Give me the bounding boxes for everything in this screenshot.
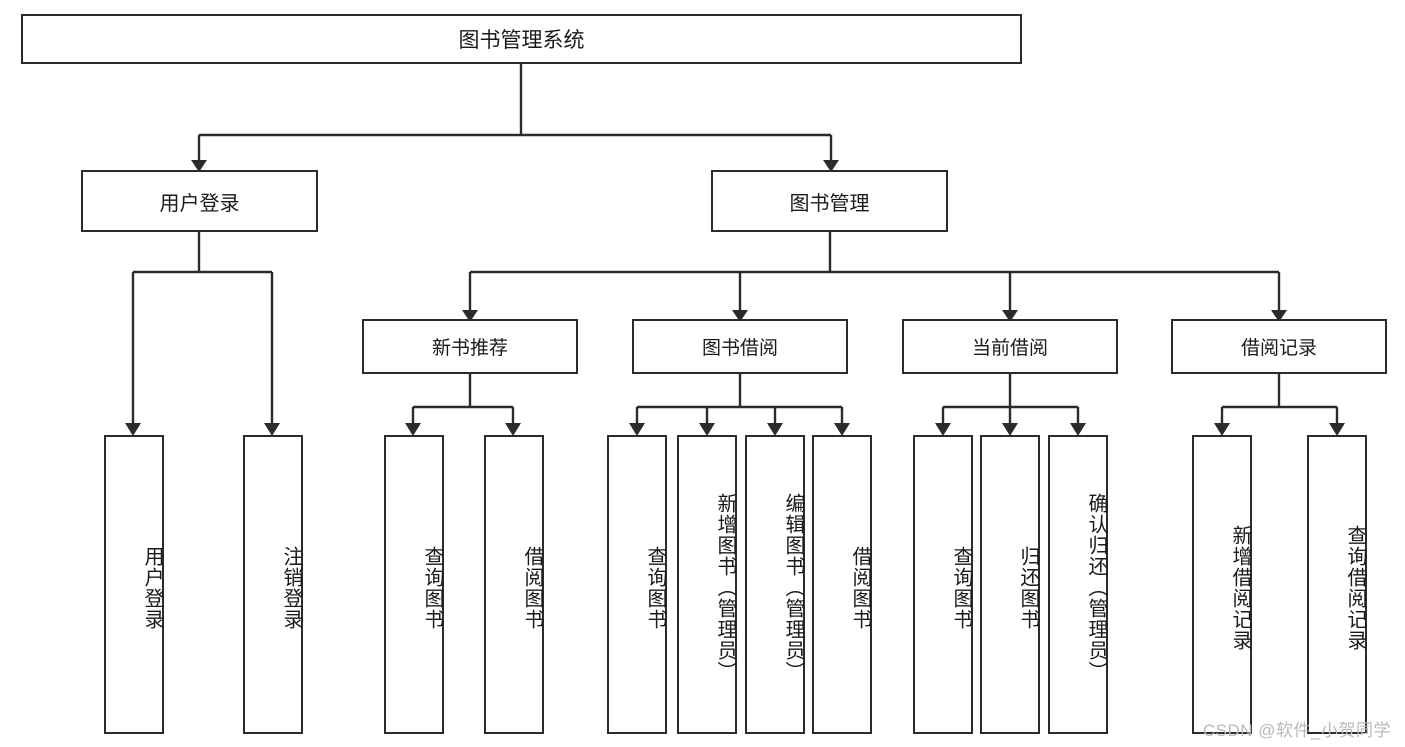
node-label: 查询图书 (644, 545, 666, 630)
leaf-add-borrow-record[interactable]: 新增借阅记录 (1192, 435, 1252, 734)
leaf-add-book-admin[interactable]: 新增图书（管理员） (677, 435, 737, 734)
node-label: 借阅记录 (1240, 338, 1317, 359)
node-root-system[interactable]: 图书管理系统 (21, 14, 1022, 64)
node-label: 图书借阅 (701, 338, 778, 359)
node-label: 确认归还（管理员） (1085, 493, 1107, 682)
leaf-query-book-current[interactable]: 查询图书 (913, 435, 973, 734)
node-label: 图书管理系统 (458, 29, 585, 52)
node-user-login[interactable]: 用户登录 (81, 170, 318, 232)
leaf-query-book[interactable]: 查询图书 (607, 435, 667, 734)
node-borrow-record[interactable]: 借阅记录 (1171, 319, 1387, 374)
node-book-management[interactable]: 图书管理 (711, 170, 948, 232)
node-label: 借阅图书 (521, 545, 543, 630)
node-label: 查询图书 (950, 545, 972, 630)
node-label: 归还图书 (1017, 545, 1039, 630)
node-label: 新增借阅记录 (1229, 524, 1251, 651)
node-label: 用户登录 (141, 545, 163, 630)
leaf-logout[interactable]: 注销登录 (243, 435, 303, 734)
node-new-book-recommend[interactable]: 新书推荐 (362, 319, 578, 374)
leaf-edit-book-admin[interactable]: 编辑图书（管理员） (745, 435, 805, 734)
watermark: CSDN @软件_小贺同学 (1202, 721, 1391, 740)
leaf-confirm-return-admin[interactable]: 确认归还（管理员） (1048, 435, 1108, 734)
leaf-borrow-book[interactable]: 借阅图书 (812, 435, 872, 734)
node-label: 新增图书（管理员） (714, 493, 736, 682)
leaf-query-book-new[interactable]: 查询图书 (384, 435, 444, 734)
node-label: 查询图书 (421, 545, 443, 630)
leaf-borrow-book-new[interactable]: 借阅图书 (484, 435, 544, 734)
node-label: 当前借阅 (971, 338, 1048, 359)
node-book-borrow[interactable]: 图书借阅 (632, 319, 848, 374)
node-current-borrow[interactable]: 当前借阅 (902, 319, 1118, 374)
node-label: 图书管理 (789, 192, 870, 215)
node-label: 新书推荐 (431, 338, 508, 359)
leaf-query-borrow-record[interactable]: 查询借阅记录 (1307, 435, 1367, 734)
node-label: 借阅图书 (849, 545, 871, 630)
node-label: 用户登录 (159, 192, 240, 215)
leaf-user-login[interactable]: 用户登录 (104, 435, 164, 734)
leaf-return-book[interactable]: 归还图书 (980, 435, 1040, 734)
node-label: 编辑图书（管理员） (782, 493, 804, 682)
node-label: 查询借阅记录 (1344, 524, 1366, 651)
node-label: 注销登录 (280, 545, 302, 630)
